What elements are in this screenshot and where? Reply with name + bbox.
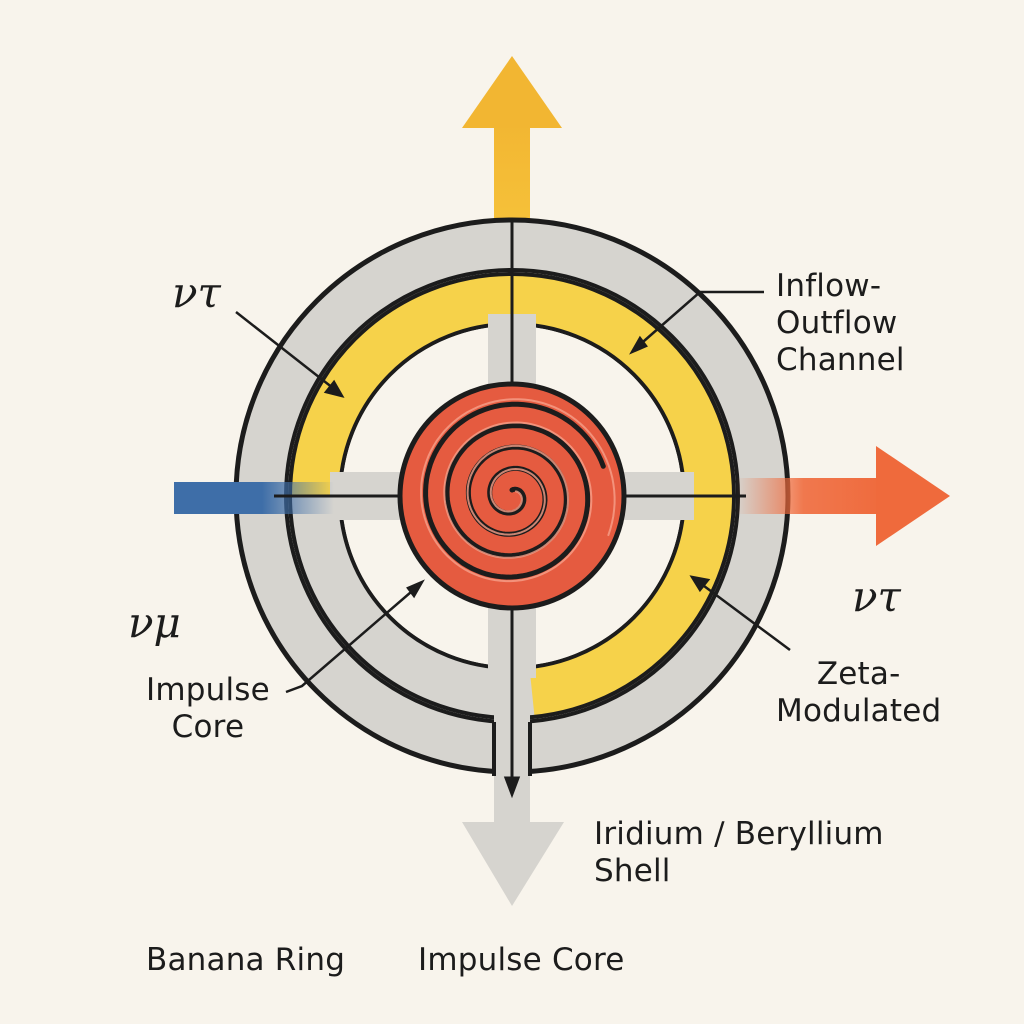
inflow-beam: [174, 482, 334, 514]
arrowhead: [629, 335, 648, 355]
inflow-outflow-channel-upper: [290, 274, 513, 497]
label-inflow-outflow-channel: Inflow- Outflow Channel: [776, 268, 905, 379]
label-impulse-core-left: Impulse Core: [146, 672, 270, 746]
label-nu-tau-left: ντ: [172, 268, 221, 317]
label-nu-mu: νμ: [128, 598, 181, 647]
label-zeta-modulated: Zeta- Modulated: [776, 656, 942, 730]
label-impulse-core-bottom: Impulse Core: [418, 942, 625, 978]
leader-lines: [235, 290, 791, 694]
arrowhead: [323, 379, 345, 398]
spiral-icon: [420, 398, 616, 583]
label-nu-tau-right: ντ: [852, 572, 901, 621]
label-iridium-beryllium-shell: Iridium / Beryllium Shell: [594, 816, 884, 890]
leader-zeta-modulated: [695, 578, 791, 652]
impulse-core: [397, 381, 627, 611]
label-banana-ring: Banana Ring: [146, 942, 346, 978]
leader-inflow-outflow: [635, 290, 764, 349]
arrow-right-icon: [736, 446, 950, 546]
arrow-up-icon: [462, 56, 562, 232]
leader-impulse-core: [285, 585, 419, 694]
axis-lines: [274, 218, 746, 799]
arrowhead: [689, 575, 711, 593]
leader-nu-tau-left: [235, 311, 339, 393]
arrowhead: [406, 579, 425, 599]
